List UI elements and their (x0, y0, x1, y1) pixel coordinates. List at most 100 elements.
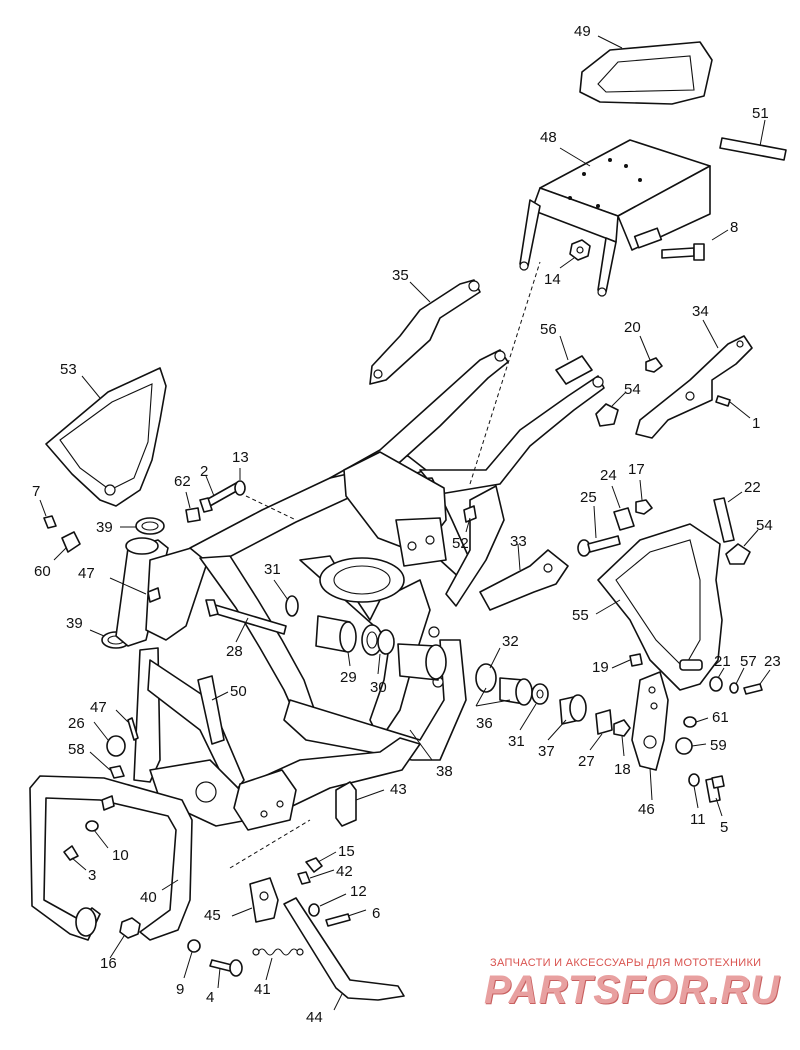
callout-36: 36 (476, 715, 493, 732)
callout-42: 42 (336, 863, 353, 880)
callout-54-lower: 54 (756, 517, 773, 534)
callout-13: 13 (232, 449, 249, 466)
part-26-bushing (93, 721, 126, 757)
part-41-spring (252, 948, 304, 981)
callout-39-upper: 39 (96, 519, 113, 536)
part-54-cap-upper (595, 391, 627, 427)
callout-2: 2 (200, 463, 208, 480)
part-39-bearing-upper (120, 517, 165, 535)
callout-12: 12 (350, 883, 367, 900)
part-7-screw (39, 499, 57, 529)
part-43-block (335, 781, 385, 827)
callout-24: 24 (600, 467, 617, 484)
callout-58: 58 (68, 741, 85, 758)
part-28-through-bolt (205, 599, 287, 643)
callout-19: 19 (592, 659, 609, 676)
part-12-washer (308, 893, 347, 917)
callout-59: 59 (710, 737, 727, 754)
callout-20: 20 (624, 319, 641, 336)
part-37-isolator (547, 694, 587, 741)
callout-38: 38 (436, 763, 453, 780)
callout-25: 25 (580, 489, 597, 506)
part-55-cover (595, 523, 723, 691)
part-34-bracket (635, 319, 753, 439)
part-60-clip (53, 531, 81, 561)
alignment-lines (229, 261, 541, 869)
callout-26: 26 (68, 715, 85, 732)
callout-23: 23 (764, 653, 781, 670)
callout-39-lower: 39 (66, 615, 83, 632)
callout-35: 35 (392, 267, 409, 284)
part-54-cap-lower (725, 529, 759, 565)
part-1-screw (715, 395, 751, 419)
part-15-nut (305, 851, 337, 873)
part-10-washer (85, 795, 115, 849)
part-27-spacer (589, 709, 613, 751)
part-56-bushing (555, 335, 593, 385)
callout-33: 33 (510, 533, 527, 550)
callout-47-lower: 47 (90, 699, 107, 716)
callout-15: 15 (338, 843, 355, 860)
callout-3: 3 (88, 867, 96, 884)
callout-10: 10 (112, 847, 129, 864)
part-59-cap (675, 737, 707, 755)
part-44-pedal (283, 897, 405, 1011)
part-20-nut (639, 335, 663, 373)
part-9-washer (183, 939, 201, 979)
callout-5: 5 (720, 819, 728, 836)
callout-54-upper: 54 (624, 381, 641, 398)
part-61-plug (683, 716, 709, 728)
part-51-strip (719, 119, 787, 161)
part-45-bracket (231, 877, 279, 923)
callout-49: 49 (574, 23, 591, 40)
part-32-isolator (475, 647, 501, 693)
callout-22: 22 (744, 479, 761, 496)
part-42-spacer (297, 869, 335, 885)
part-6-screw (325, 909, 367, 927)
part-11-washer (688, 773, 700, 809)
callout-34: 34 (692, 303, 709, 320)
part-47-pin-upper (109, 577, 161, 603)
callout-44: 44 (306, 1009, 323, 1026)
callout-21: 21 (714, 653, 731, 670)
callout-53: 53 (60, 361, 77, 378)
callout-16: 16 (100, 955, 117, 972)
part-62-plug (185, 491, 201, 523)
part-40-crash-bar (29, 775, 193, 941)
callout-31-upper: 31 (264, 561, 281, 578)
part-36-isolator-set (475, 677, 533, 707)
part-29-spacer (315, 615, 357, 667)
callout-17: 17 (628, 461, 645, 478)
callout-60: 60 (34, 563, 51, 580)
callout-1: 1 (752, 415, 760, 432)
part-18-nut (613, 719, 631, 757)
watermark-logo: PARTSFOR.RU (484, 968, 781, 1012)
part-46-plate (631, 671, 669, 801)
callout-55: 55 (572, 607, 589, 624)
callout-14: 14 (544, 271, 561, 288)
callout-45: 45 (204, 907, 221, 924)
callout-50: 50 (230, 683, 247, 700)
callout-47-upper: 47 (78, 565, 95, 582)
part-53-cover (45, 367, 167, 507)
part-16-nut (109, 917, 141, 959)
part-33-rail (479, 543, 569, 611)
part-17-nut (635, 479, 653, 515)
callout-28: 28 (226, 643, 243, 660)
part-21-nut (709, 667, 725, 692)
part-23-screw (743, 669, 771, 695)
callout-57: 57 (740, 653, 757, 670)
part-38-main-frame (115, 349, 605, 831)
part-8-bolt (661, 229, 729, 261)
part-52-tab (463, 505, 477, 533)
callout-27: 27 (578, 753, 595, 770)
callout-41: 41 (254, 981, 271, 998)
callout-9: 9 (176, 981, 184, 998)
callout-18: 18 (614, 761, 631, 778)
part-30-bushing (361, 624, 395, 675)
part-13-washer (234, 468, 246, 496)
callout-52: 52 (452, 535, 469, 552)
callout-61: 61 (712, 709, 729, 726)
part-50-stand (197, 675, 229, 745)
